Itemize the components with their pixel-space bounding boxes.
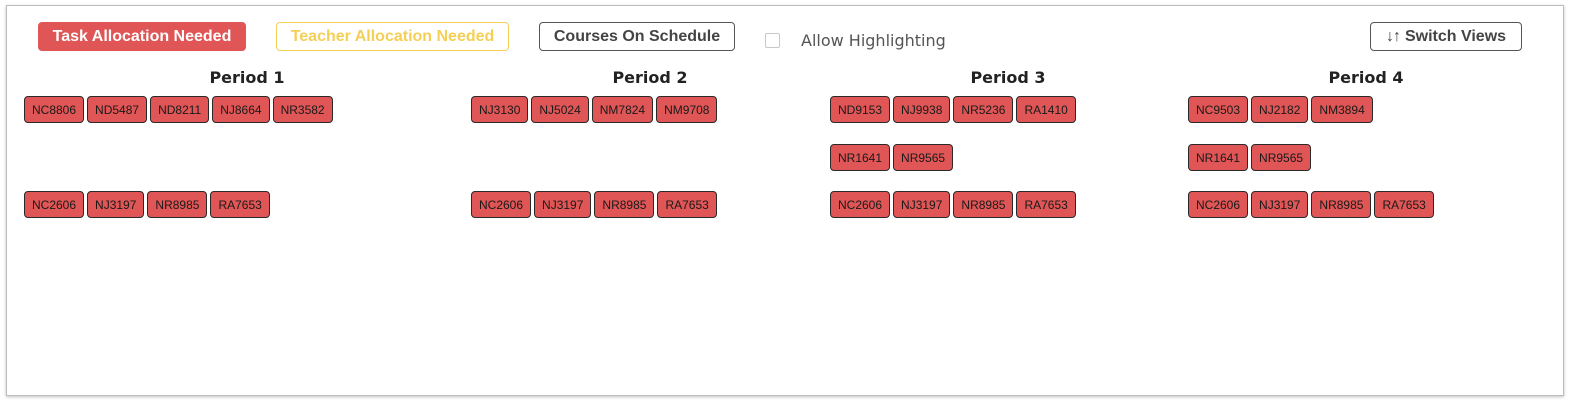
course-chip[interactable]: RA7653 bbox=[657, 191, 717, 218]
period-1-row-3: NC2606 NJ3197 NR8985 RA7653 bbox=[24, 191, 270, 218]
period-2-row-3: NC2606 NJ3197 NR8985 RA7653 bbox=[471, 191, 717, 218]
course-chip[interactable]: NC9503 bbox=[1188, 96, 1249, 123]
switch-views-label: Switch Views bbox=[1404, 27, 1507, 45]
allow-highlighting-label: Allow Highlighting bbox=[801, 31, 946, 50]
course-chip[interactable]: NR8985 bbox=[953, 191, 1014, 218]
period-4-row-1: NC9503 NJ2182 NM3894 bbox=[1188, 96, 1373, 123]
course-chip[interactable]: NJ3197 bbox=[893, 191, 951, 218]
period-1-row-1: NC8806 ND5487 ND8211 NJ8664 NR3582 bbox=[24, 96, 333, 123]
up-down-arrows-icon: ↓↑ bbox=[1385, 27, 1401, 45]
period-2-row-1: NJ3130 NJ5024 NM7824 NM9708 bbox=[471, 96, 718, 123]
course-chip[interactable]: NJ3197 bbox=[87, 191, 145, 218]
course-chip[interactable]: ND5487 bbox=[87, 96, 148, 123]
period-3-row-3: NC2606 NJ3197 NR8985 RA7653 bbox=[830, 191, 1076, 218]
course-chip[interactable]: NR9565 bbox=[893, 144, 954, 171]
course-chip[interactable]: NJ9938 bbox=[893, 96, 951, 123]
course-chip[interactable]: NR8985 bbox=[1311, 191, 1372, 218]
course-chip[interactable]: RA7653 bbox=[1016, 191, 1076, 218]
course-chip[interactable]: NJ3197 bbox=[1251, 191, 1309, 218]
course-chip[interactable]: NC2606 bbox=[471, 191, 532, 218]
allow-highlighting-checkbox[interactable] bbox=[765, 33, 780, 48]
task-allocation-button[interactable]: Task Allocation Needed bbox=[38, 22, 246, 51]
period-2-title: Period 2 bbox=[612, 68, 688, 87]
course-chip[interactable]: NJ2182 bbox=[1251, 96, 1309, 123]
course-chip[interactable]: NC8806 bbox=[24, 96, 85, 123]
period-4-row-3: NC2606 NJ3197 NR8985 RA7653 bbox=[1188, 191, 1434, 218]
courses-on-schedule-button[interactable]: Courses On Schedule bbox=[539, 22, 735, 51]
course-chip[interactable]: ND8211 bbox=[150, 96, 210, 123]
course-chip[interactable]: NR8985 bbox=[147, 191, 208, 218]
course-chip[interactable]: NR9565 bbox=[1251, 144, 1312, 171]
period-1-title: Period 1 bbox=[209, 68, 285, 87]
course-chip[interactable]: RA7653 bbox=[210, 191, 270, 218]
course-chip[interactable]: NJ3197 bbox=[534, 191, 592, 218]
course-chip[interactable]: NC2606 bbox=[1188, 191, 1249, 218]
period-3-title: Period 3 bbox=[970, 68, 1046, 87]
course-chip[interactable]: RA1410 bbox=[1016, 96, 1076, 123]
course-chip[interactable]: NJ5024 bbox=[531, 96, 589, 123]
course-chip[interactable]: NJ3130 bbox=[471, 96, 529, 123]
period-3-row-2: NR1641 NR9565 bbox=[830, 144, 954, 171]
course-chip[interactable]: NR1641 bbox=[830, 144, 891, 171]
course-chip[interactable]: NR5236 bbox=[953, 96, 1014, 123]
course-chip[interactable]: NM7824 bbox=[591, 96, 654, 123]
switch-views-button[interactable]: ↓↑ Switch Views bbox=[1370, 22, 1522, 51]
course-chip[interactable]: NM3894 bbox=[1311, 96, 1373, 123]
period-3-row-1: ND9153 NJ9938 NR5236 RA1410 bbox=[830, 96, 1076, 123]
schedule-panel: Task Allocation Needed Teacher Allocatio… bbox=[6, 5, 1564, 396]
course-chip[interactable]: NC2606 bbox=[24, 191, 85, 218]
course-chip[interactable]: NJ8664 bbox=[212, 96, 270, 123]
course-chip[interactable]: NR1641 bbox=[1188, 144, 1249, 171]
course-chip[interactable]: NC2606 bbox=[830, 191, 891, 218]
course-chip[interactable]: NR8985 bbox=[594, 191, 655, 218]
teacher-allocation-button[interactable]: Teacher Allocation Needed bbox=[276, 22, 509, 51]
course-chip[interactable]: NR3582 bbox=[272, 96, 333, 123]
course-chip[interactable]: ND9153 bbox=[830, 96, 891, 123]
period-4-row-2: NR1641 NR9565 bbox=[1188, 144, 1312, 171]
period-4-title: Period 4 bbox=[1328, 68, 1404, 87]
course-chip[interactable]: RA7653 bbox=[1374, 191, 1434, 218]
course-chip[interactable]: NM9708 bbox=[656, 96, 718, 123]
